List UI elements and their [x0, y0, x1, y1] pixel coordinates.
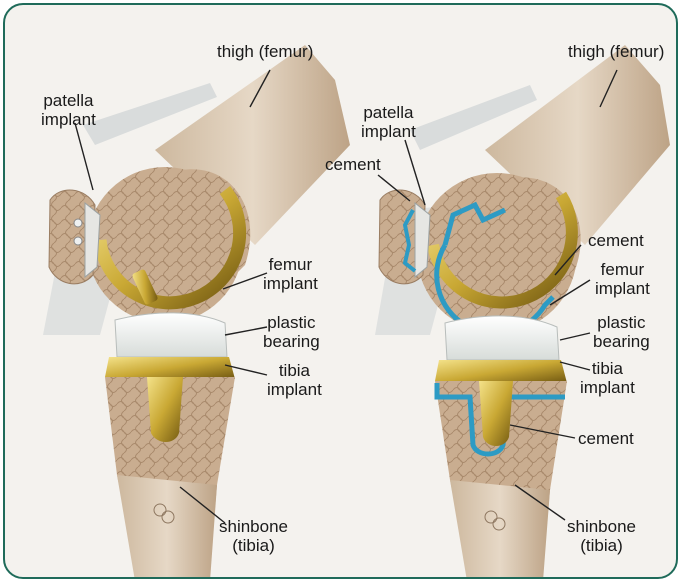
label-femur-implant: femur implant: [595, 260, 650, 298]
label-patella-implant: patella implant: [361, 103, 416, 141]
tibia-stem: [479, 381, 513, 446]
label-cement-femur: cement: [588, 231, 644, 250]
label-shinbone-tibia: shinbone (tibia): [567, 517, 636, 555]
label-cement-patella: cement: [325, 155, 381, 174]
tibia-stem: [147, 377, 183, 442]
label-shinbone-tibia: shinbone (tibia): [219, 517, 288, 555]
label-patella-implant: patella implant: [41, 91, 96, 129]
knee-replacement-illustration: [5, 5, 678, 579]
label-tibia-implant: tibia implant: [580, 359, 635, 397]
tibia-tray: [435, 360, 567, 383]
label-plastic-bearing: plastic bearing: [593, 313, 650, 351]
knee-cemented: [375, 45, 670, 579]
label-femur-implant: femur implant: [263, 255, 318, 293]
illustration-frame: thigh (femur) patella implant femur impl…: [3, 3, 678, 579]
tibia-tray: [105, 357, 235, 379]
label-thigh-femur: thigh (femur): [568, 42, 664, 61]
label-cement-tibia: cement: [578, 429, 634, 448]
label-thigh-femur: thigh (femur): [217, 42, 313, 61]
plastic-bearing: [115, 313, 227, 357]
plastic-bearing: [445, 316, 559, 360]
label-tibia-implant: tibia implant: [267, 361, 322, 399]
label-plastic-bearing: plastic bearing: [263, 313, 320, 351]
